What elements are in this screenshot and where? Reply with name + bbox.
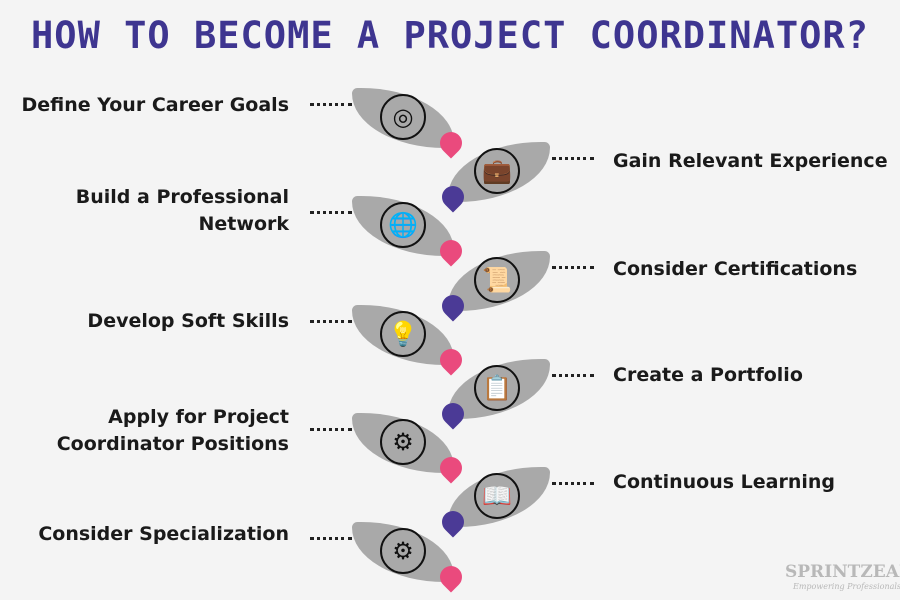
step-label: Create a Portfolio <box>613 364 803 386</box>
briefcase-gear-icon: ⚙ <box>380 419 426 466</box>
step-label: Gain Relevant Experience <box>613 150 888 172</box>
step-label: Build a Professional Network <box>75 186 289 235</box>
step-shape: 💼 <box>448 142 550 203</box>
step-label: Define Your Career Goals <box>21 94 289 116</box>
step-shape: ⚙ <box>352 521 454 582</box>
briefcase-icon: 💼 <box>474 148 520 195</box>
gears-icon: ⚙ <box>380 527 426 574</box>
dotted-connector <box>552 374 594 377</box>
dotted-connector <box>310 319 352 323</box>
portfolio-icon: 📋 <box>474 365 520 411</box>
target-icon: ◎ <box>380 94 426 140</box>
dotted-connector <box>552 157 594 161</box>
book-cycle-icon: 📖 <box>474 473 520 520</box>
step-label: Consider Specialization <box>38 523 289 545</box>
certificate-icon: 📜 <box>474 256 520 303</box>
dotted-connector <box>310 428 352 432</box>
step-shape: 💡 <box>352 304 454 365</box>
lightbulb-gear-icon: 💡 <box>380 310 426 357</box>
step-label: Continuous Learning <box>613 471 836 493</box>
network-globe-icon: 🌐 <box>380 202 426 249</box>
dotted-connector <box>552 482 594 486</box>
step-label: Develop Soft Skills <box>87 310 289 332</box>
dotted-connector <box>310 536 352 540</box>
step-shape: 🌐 <box>352 196 454 257</box>
page-title: HOW TO BECOME A PROJECT COORDINATOR? <box>31 14 869 57</box>
step-label: Apply for Project Coordinator Positions <box>56 406 289 455</box>
step-shape: ◎ <box>352 88 454 148</box>
dotted-connector <box>310 211 352 215</box>
step-label: Consider Certifications <box>613 258 858 280</box>
dotted-connector <box>310 103 352 106</box>
step-shape: ⚙ <box>352 413 454 474</box>
dotted-connector <box>552 265 594 269</box>
